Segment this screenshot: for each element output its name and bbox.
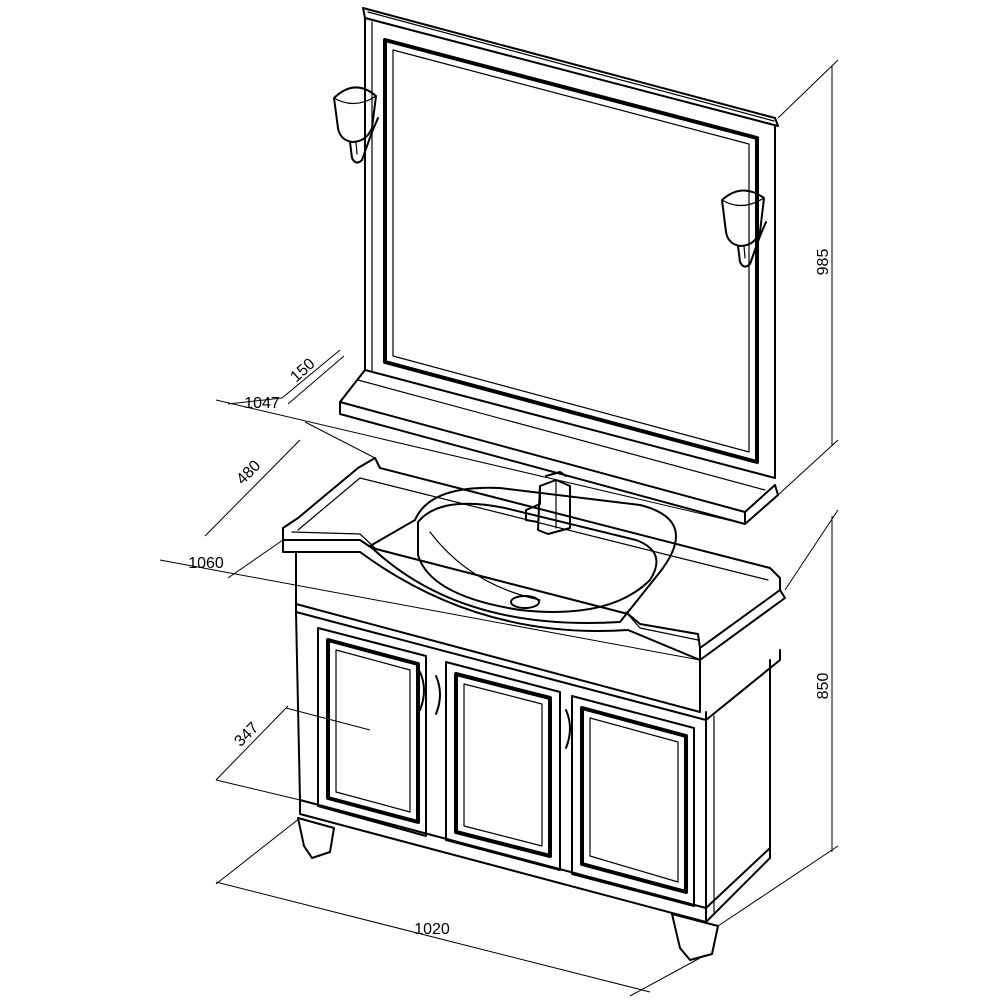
door-handle-icon [565,709,571,749]
dim-cabinet-height: 850 [815,673,832,700]
cabinet-leg [297,817,335,859]
door-handle-icon [435,675,441,715]
countertop-sink [282,457,786,661]
dim-mirror-width: 1047 [244,395,280,412]
dim-countertop-depth: 480 [233,457,264,488]
wall-lamp-left [333,86,379,164]
dimension-lines [159,59,839,997]
cabinet-leg [671,913,719,961]
door-handle-icon [419,671,425,711]
mirror-assembly [339,7,779,525]
wall-lamp-right [721,189,767,268]
dim-mirror-height: 985 [815,249,832,276]
dim-cabinet-width: 1020 [414,921,450,938]
drain-icon [510,595,540,609]
cabinet [295,551,781,961]
mirror-glass-frame [383,38,759,464]
dim-countertop-width: 1060 [188,555,224,572]
dim-cabinet-depth: 347 [231,719,262,750]
